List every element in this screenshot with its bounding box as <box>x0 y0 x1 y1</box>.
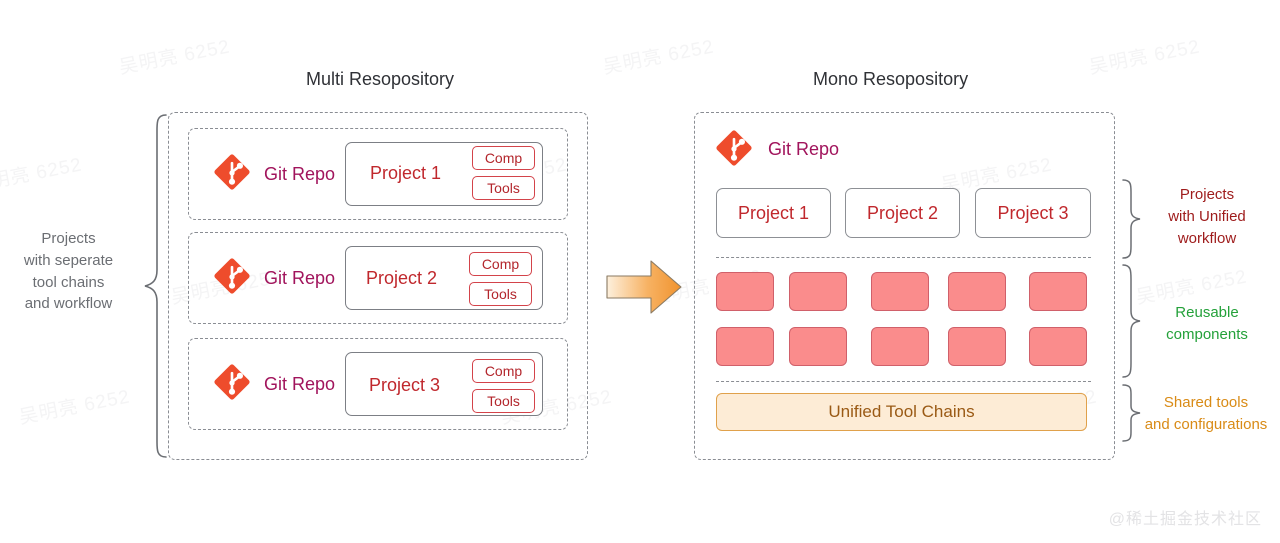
left-group-brace <box>144 114 167 458</box>
git-logo-icon <box>214 364 250 400</box>
mono-brace-projects <box>1122 179 1141 259</box>
multi-repo-row <box>188 338 568 430</box>
page-title-multi-repo: Multi Resopository <box>306 69 455 89</box>
git-repo-label: Git Repo <box>264 374 336 394</box>
reusable-component[interactable] <box>871 327 929 366</box>
mono-side-note-toolchains: Shared tools and configurations <box>1144 394 1268 433</box>
mono-separator-bottom <box>716 381 1091 382</box>
page-title-mono-repo: Mono Resopository <box>813 69 969 89</box>
tag-comp[interactable]: Comp <box>469 252 532 276</box>
project-card-label: Project 3 <box>369 375 441 395</box>
watermark-tile: 吴明亮 6252 <box>0 154 84 197</box>
tag-tools[interactable]: Tools <box>469 282 532 306</box>
tag-comp[interactable]: Comp <box>472 146 535 170</box>
watermark-tile: 吴明亮 6252 <box>17 386 132 429</box>
mono-brace-components <box>1122 264 1141 378</box>
multi-repo-row <box>188 232 568 324</box>
watermark-tile: 吴明亮 6252 <box>117 36 232 79</box>
git-repo-label: Git Repo <box>264 164 336 184</box>
reusable-component[interactable] <box>948 272 1006 311</box>
mono-project-1[interactable]: Project 1 <box>716 188 831 238</box>
mono-repo-container <box>694 112 1115 460</box>
reusable-component[interactable] <box>1029 272 1087 311</box>
reusable-component[interactable] <box>948 327 1006 366</box>
reusable-component[interactable] <box>716 327 774 366</box>
project-card-label: Project 1 <box>370 163 442 183</box>
git-logo-icon <box>716 130 752 166</box>
multi-repo-row <box>188 128 568 220</box>
reusable-component[interactable] <box>716 272 774 311</box>
watermark-tile: 吴明亮 6252 <box>1087 36 1202 79</box>
tag-tools[interactable]: Tools <box>472 176 535 200</box>
transition-arrow-icon <box>606 260 682 314</box>
watermark-tile: 吴明亮 6252 <box>601 36 716 79</box>
unified-tool-chains-bar[interactable]: Unified Tool Chains <box>716 393 1087 431</box>
git-repo-label: Git Repo <box>264 268 336 288</box>
git-repo-label: Git Repo <box>768 139 840 159</box>
reusable-component[interactable] <box>789 272 847 311</box>
git-logo-icon <box>214 258 250 294</box>
mono-project-2[interactable]: Project 2 <box>845 188 960 238</box>
reusable-component[interactable] <box>1029 327 1087 366</box>
multi-repo-container <box>168 112 588 460</box>
reusable-component[interactable] <box>789 327 847 366</box>
mono-brace-toolchains <box>1122 384 1141 442</box>
mono-side-note-projects: Projects with Unified workflow <box>1168 186 1246 247</box>
reusable-component[interactable] <box>871 272 929 311</box>
git-logo-icon <box>214 154 250 190</box>
mono-side-note-components: Reusable components <box>1166 304 1248 343</box>
multi-repo-side-note: Projects with seperate tool chains and w… <box>23 230 114 313</box>
mono-separator-top <box>716 257 1091 258</box>
project-card-label: Project 2 <box>366 268 438 288</box>
tag-tools[interactable]: Tools <box>472 389 535 413</box>
tag-comp[interactable]: Comp <box>472 359 535 383</box>
watermark-bottom-right: @稀土掘金技术社区 <box>1108 511 1262 528</box>
mono-project-3[interactable]: Project 3 <box>975 188 1091 238</box>
